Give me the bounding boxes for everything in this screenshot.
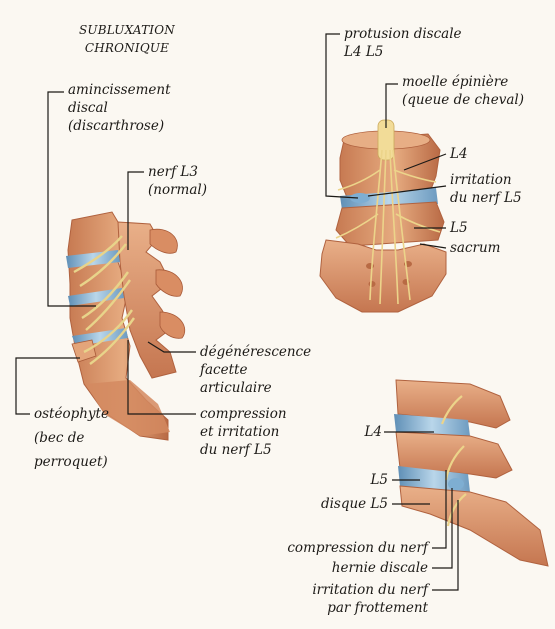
br-sacrum (399, 485, 549, 567)
label-br-hernie: hernie discale (331, 560, 428, 576)
label-compression-1: compression (200, 406, 287, 422)
bottom-right-spine (394, 379, 549, 567)
label-degenerescence-1: dégénérescence (200, 344, 312, 360)
label-osteophyte-2: (bec de (34, 430, 85, 446)
label-tr-irritation-1: irritation (450, 172, 512, 188)
left-nerves (73, 235, 135, 365)
left-disc-1 (66, 250, 120, 268)
title-line-1: SUBLUXATION (79, 23, 175, 37)
label-tr-l5: L5 (450, 220, 468, 236)
left-spinous-3 (159, 311, 186, 339)
tr-vertebra-l5 (335, 201, 445, 247)
top-right-spine (319, 119, 447, 313)
label-compression-3: du nerf L5 (200, 442, 272, 458)
label-protusion-2: L4 L5 (344, 44, 384, 60)
label-osteophyte-3: perroquet) (34, 454, 108, 470)
label-br-disque: disque L5 (320, 496, 388, 512)
tr-sacrum (319, 239, 447, 313)
label-br-l5: L5 (370, 472, 388, 488)
label-tr-l4: L4 (450, 146, 468, 162)
label-nerf-l3-2: (normal) (148, 182, 207, 198)
label-moelle-1: moelle épinière (402, 74, 509, 90)
br-nerves (440, 395, 467, 527)
label-compression-2: et irritation (200, 424, 280, 440)
label-amincissement-1: amincissement (68, 82, 171, 98)
label-degenerescence-2: facette (200, 362, 248, 378)
tr-cauda-equina (335, 149, 441, 305)
label-nerf-l3-1: nerf L3 (148, 164, 198, 180)
label-amincissement-2: discal (68, 100, 108, 116)
left-spine (66, 211, 186, 441)
label-tr-sacrum: sacrum (450, 240, 501, 256)
label-protusion-1: protusion discale (344, 26, 462, 42)
br-herniation (448, 478, 464, 490)
label-degenerescence-3: articulaire (200, 380, 272, 396)
br-disc-1 (394, 414, 470, 436)
left-spinous-1 (149, 228, 178, 254)
label-br-compression: compression du nerf (287, 540, 428, 556)
left-disc-2 (68, 288, 124, 306)
left-spinous-2 (155, 269, 183, 297)
label-amincissement-3: (discarthrose) (68, 118, 165, 134)
label-br-irritation-2: par frottement (327, 600, 428, 616)
label-br-irritation-1: irritation du nerf (312, 582, 428, 598)
title-line-2: CHRONIQUE (84, 41, 170, 55)
label-tr-irritation-2: du nerf L5 (450, 190, 522, 206)
label-br-l4: L4 (364, 424, 382, 440)
label-osteophyte-1: ostéophyte (34, 406, 109, 422)
leader-lines (15, 33, 459, 591)
tr-disc-protrusion (350, 193, 370, 203)
label-moelle-2: (queue de cheval) (402, 92, 524, 108)
